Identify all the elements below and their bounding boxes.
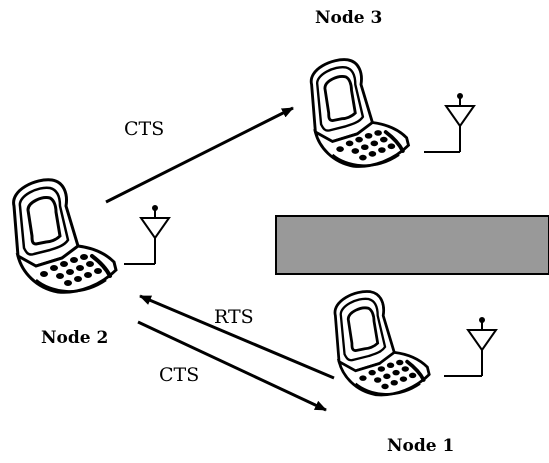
obstacle-wall [275,215,549,275]
rts-arrow-node1-to-node2 [139,294,335,380]
cts-message-label-top: CTS [124,118,165,140]
rts-message-label: RTS [214,306,254,328]
cts-message-label-bottom: CTS [159,364,200,386]
node-3-antenna-icon [445,92,475,153]
node-1-laptop-icon [333,289,432,397]
node-2-label: Node 2 [41,328,109,348]
cts-arrow-node2-to-node3 [105,106,294,204]
cts-arrow-node2-to-node1 [137,320,327,412]
node-3-laptop-icon [309,57,411,169]
node-1-label: Node 1 [387,436,455,456]
node-3-label: Node 3 [315,8,383,28]
node-2-antenna-icon [140,204,170,265]
node-2-laptop-icon [11,177,118,295]
node-1-antenna-icon [467,316,497,377]
